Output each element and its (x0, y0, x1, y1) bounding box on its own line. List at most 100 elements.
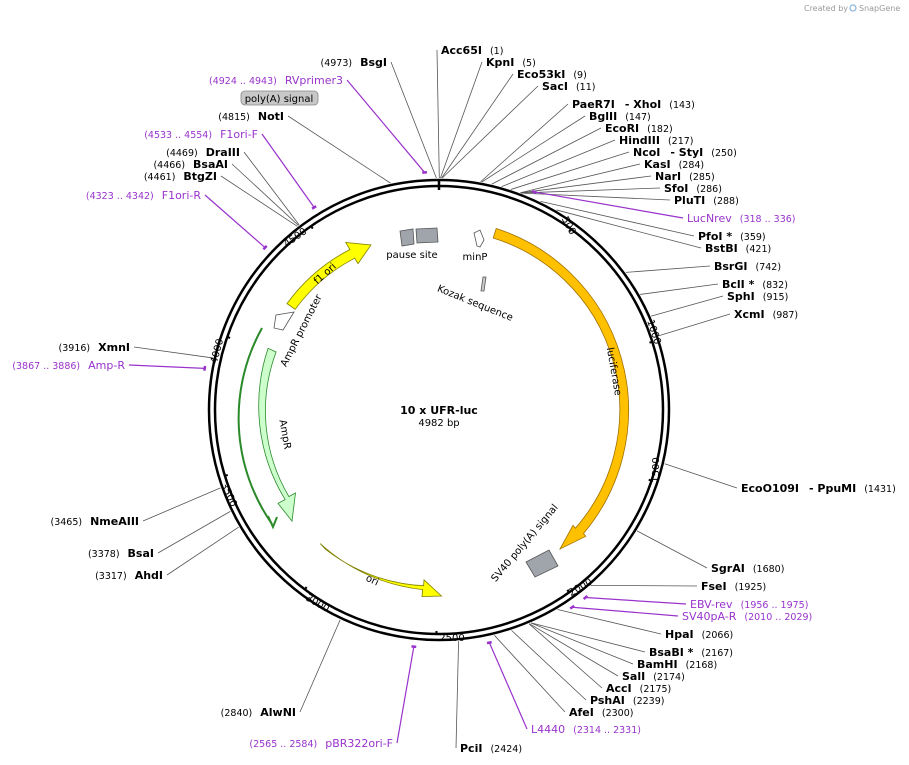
restriction-site[interactable]: EcoRI(182) (605, 122, 673, 135)
restriction-site[interactable]: (3378)BsaI (88, 547, 154, 560)
restriction-site[interactable]: (3916)XmnI (59, 341, 130, 354)
tick-label-2000: 2000 (567, 577, 595, 599)
restriction-site[interactable]: BclI *(832) (722, 278, 788, 291)
ampr-promoter-feature[interactable] (273, 311, 295, 331)
restriction-site[interactable]: KasI(284) (644, 158, 704, 171)
restriction-site[interactable]: PaeR7I- XhoI(143) (572, 98, 695, 111)
snapgene-brand: Created by SnapGene (804, 4, 900, 13)
restriction-site[interactable]: BstBI(421) (705, 242, 771, 255)
ampr-strand-arrowhead-icon (267, 515, 278, 530)
tick-mark-4500 (310, 225, 314, 230)
ori-feature[interactable] (319, 543, 443, 598)
restriction-site[interactable]: BsaBI *(2167) (649, 646, 733, 659)
primer-arrow-mark (203, 365, 207, 371)
restriction-site[interactable]: HindIII(217) (619, 134, 694, 147)
restriction-site[interactable]: AccI(2175) (606, 682, 671, 695)
site-leader-lines (133, 49, 738, 749)
site-leader (390, 61, 437, 179)
plasmid-name: 10 x UFR-luc (400, 404, 478, 417)
pause-site-box-2[interactable] (415, 227, 439, 244)
polya-signal-badge[interactable]: poly(A) signal (240, 90, 319, 106)
restriction-site[interactable]: KpnI(5) (486, 56, 536, 69)
restriction-site[interactable]: EcoO109I- PpuMI(1431) (741, 482, 896, 495)
restriction-site[interactable]: HpaI(2066) (665, 628, 733, 641)
site-leader (520, 163, 641, 194)
restriction-site[interactable]: SphI(915) (727, 290, 788, 303)
primer-leader (534, 191, 684, 219)
kozak-feature[interactable] (480, 276, 487, 292)
restriction-site[interactable]: NarI(285) (655, 170, 715, 183)
site-leader (299, 619, 341, 713)
restriction-site[interactable]: BglII(147) (589, 110, 651, 123)
tick-label-1000: 1000 (644, 318, 662, 346)
brand-name: SnapGene (859, 4, 900, 13)
restriction-site[interactable]: PluTI(288) (674, 194, 739, 207)
restriction-site[interactable]: SacI(11) (542, 80, 595, 93)
polya-signal-label: poly(A) signal (245, 94, 314, 105)
primer-site[interactable]: LucNrev(318 .. 336) (687, 212, 796, 225)
tick-mark-2000 (566, 589, 570, 593)
site-leader (455, 641, 459, 749)
site-leader (481, 115, 586, 183)
primer-site[interactable]: (2565 .. 2584)pBR322ori-F (249, 737, 393, 750)
restriction-site[interactable]: BamHI(2168) (637, 658, 717, 671)
restriction-site[interactable]: (4461)BtgZI (144, 170, 217, 183)
primer-leader (346, 79, 426, 173)
site-leader (625, 265, 711, 273)
primer-site[interactable]: (4924 .. 4943)RVprimer3 (209, 74, 343, 87)
restriction-site[interactable]: (4469)DraIII (166, 146, 240, 159)
sv40-polya-label: SV40 poly(A) signal (489, 502, 560, 584)
sv40-polya-box[interactable] (525, 549, 559, 578)
site-leader (590, 584, 698, 587)
restriction-site[interactable]: (2840)AlwNI (221, 706, 296, 719)
ampr-strand-arc (237, 327, 273, 525)
restriction-site[interactable]: (3465)NmeAIII (50, 515, 139, 528)
restriction-site[interactable]: (4815)NotI (218, 110, 284, 123)
site-leader (157, 511, 231, 554)
minp-feature[interactable] (473, 229, 485, 248)
site-leader (231, 163, 299, 226)
restriction-site[interactable]: SfoI(286) (664, 182, 722, 195)
restriction-site[interactable]: PshAI(2239) (590, 694, 664, 707)
primer-site[interactable]: SV40pA-R(2010 .. 2029) (682, 610, 812, 623)
f1ori-feature[interactable] (286, 242, 372, 310)
pause-site-label: pause site (386, 250, 437, 261)
luciferase-feature[interactable] (492, 227, 629, 550)
restriction-site[interactable]: FseI(1925) (701, 580, 766, 593)
site-leader (556, 209, 702, 249)
primer-site[interactable]: (4533 .. 4554)F1ori-F (144, 128, 258, 141)
primer-arrow-mark (582, 595, 589, 600)
restriction-site[interactable]: AfeI(2300) (569, 706, 633, 719)
restriction-site[interactable]: (4973)BsgI (321, 56, 388, 69)
primer-site[interactable]: EBV-rev(1956 .. 1975) (690, 598, 808, 611)
site-leader (528, 623, 603, 689)
site-leader (651, 295, 724, 317)
restriction-site[interactable]: Eco53kI(9) (517, 68, 587, 81)
restriction-site[interactable]: (4466)BsaAI (153, 158, 228, 171)
site-leader (520, 175, 652, 194)
primer-arrow-mark (569, 604, 575, 610)
primer-site[interactable]: L4440(2314 .. 2331) (531, 723, 641, 736)
ampr-promoter-label: AmpR promoter (279, 292, 325, 369)
restriction-site[interactable]: PciI(2424) (460, 742, 522, 755)
primer-site[interactable]: (4323 .. 4342)F1ori-R (86, 189, 201, 202)
restriction-site[interactable]: SgrAI(1680) (711, 562, 784, 575)
restriction-site[interactable]: NcoI- StyI(250) (633, 146, 737, 159)
site-leader (441, 73, 514, 179)
restriction-site[interactable]: PfoI *(359) (698, 230, 766, 243)
site-leader (133, 346, 213, 359)
primer-arrow-mark (311, 205, 317, 210)
tick-mark-500 (568, 228, 572, 233)
restriction-site[interactable]: (3317)AhdI (95, 569, 163, 582)
pause-site-box-1[interactable] (399, 228, 415, 247)
primer-site[interactable]: (3867 .. 3886)Amp-R (12, 359, 125, 372)
ampr-feature[interactable] (258, 347, 296, 523)
tick-label-2500: 2500 (439, 633, 464, 644)
restriction-site[interactable]: SalI(2174) (622, 670, 685, 683)
restriction-site[interactable]: XcmI(987) (734, 308, 798, 321)
site-leader (557, 609, 662, 635)
site-leader (540, 200, 695, 237)
restriction-site[interactable]: BsrGI(742) (714, 260, 781, 273)
restriction-site[interactable]: Acc65I(1) (441, 44, 503, 57)
site-leader (441, 85, 539, 179)
